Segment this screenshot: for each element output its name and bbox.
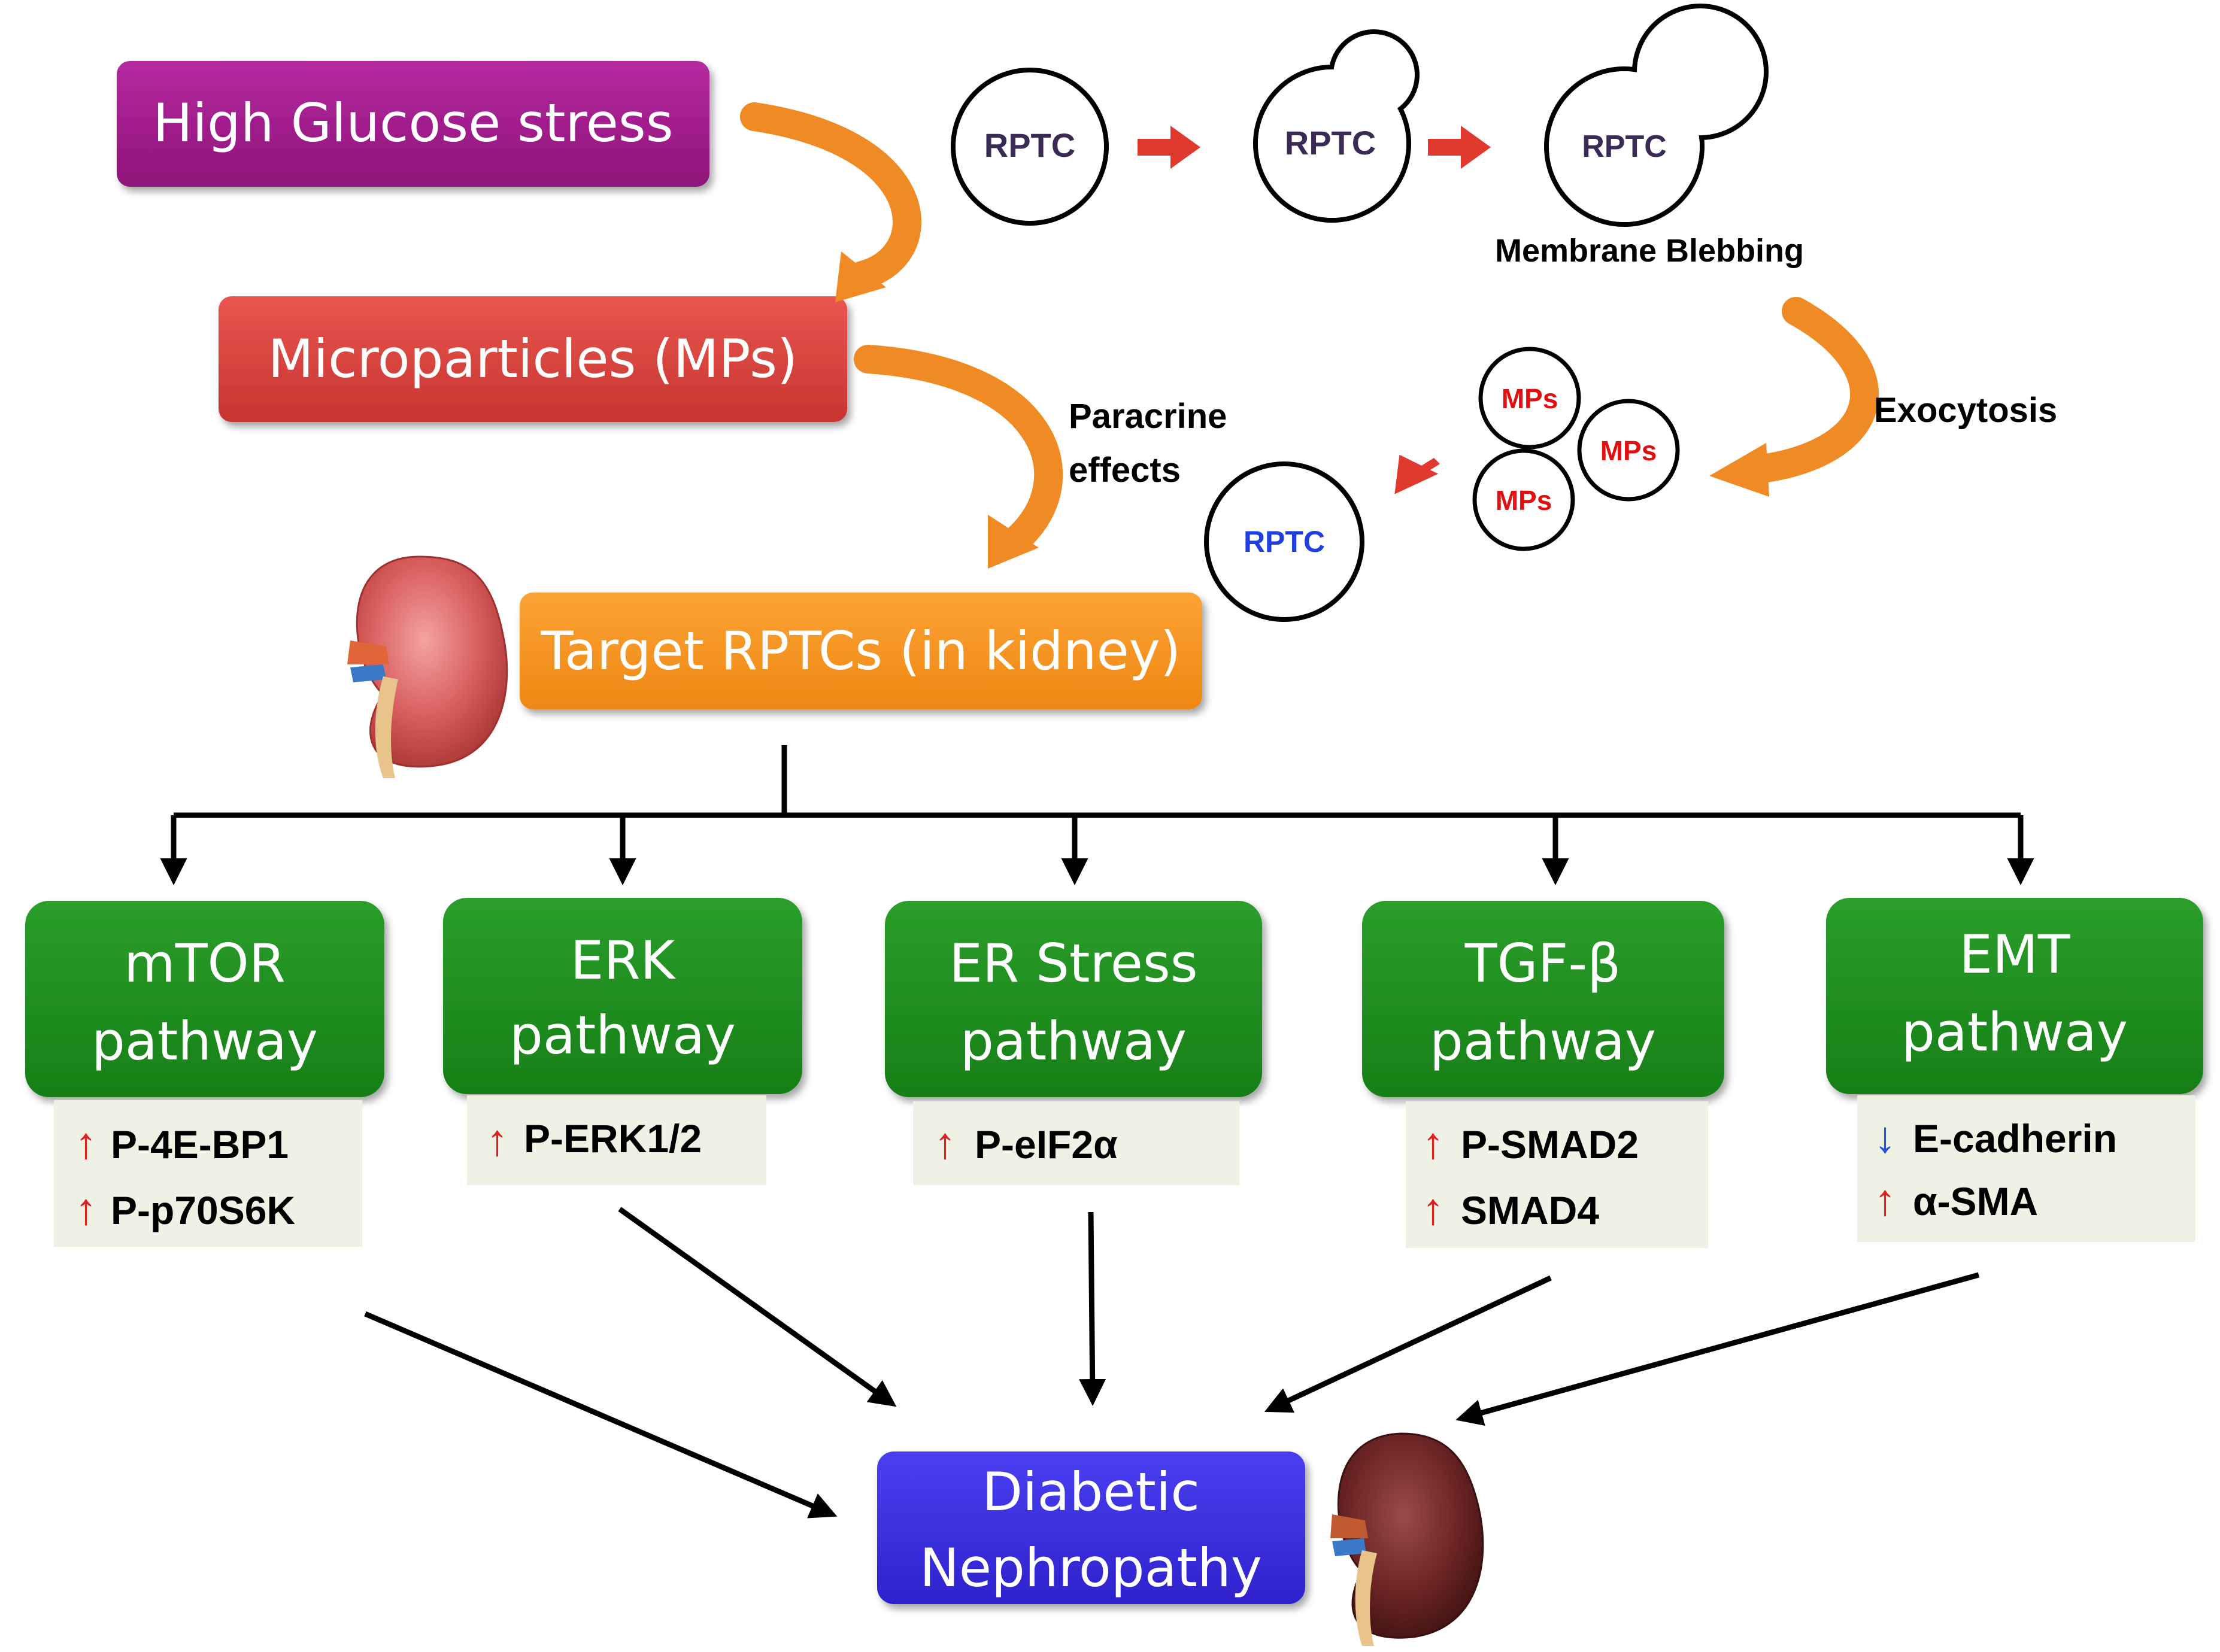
marker-text: P-SMAD2 — [1461, 1122, 1639, 1167]
red-arrow-2 — [1428, 126, 1491, 169]
svg-text:TGF-β: TGF-β — [1464, 933, 1621, 994]
rptc-cell-3-label: RPTC — [1582, 129, 1667, 164]
pathway-er-stress: ER Stress pathway — [885, 901, 1262, 1097]
marker-arrow: ↑ — [75, 1184, 97, 1234]
svg-text:ERK: ERK — [571, 930, 677, 991]
diabetic-nephropathy-box — [877, 1451, 1305, 1604]
red-arrow-1 — [1138, 126, 1200, 169]
pathway-mtor: mTOR pathway — [25, 901, 384, 1097]
converge-arrows — [364, 1207, 1980, 1519]
svg-text:EMT: EMT — [1959, 924, 2071, 985]
marker-arrow: ↑ — [1422, 1184, 1444, 1234]
curved-arrow-mps-to-target — [854, 345, 1063, 569]
marker-text: α-SMA — [1913, 1179, 2038, 1223]
curved-arrow-stress-to-mps — [740, 102, 921, 302]
exocytosis-label: Exocytosis — [1874, 391, 2057, 430]
pathway-emt: EMT pathway — [1826, 898, 2203, 1094]
mp-particle-3 — [1472, 448, 1575, 551]
target-rptc-cell — [1204, 461, 1364, 622]
microparticles-label: Microparticles (MPs) — [268, 328, 798, 390]
high-glucose-stress-label: High Glucose stress — [153, 92, 673, 154]
svg-text:mTOR: mTOR — [124, 933, 286, 994]
marker-arrow: ↑ — [75, 1118, 97, 1168]
markers-mtor: ↑ P-4E-BP1 ↑ P-p70S6K — [54, 1100, 362, 1247]
svg-text:pathway: pathway — [1430, 1010, 1656, 1072]
target-rptcs-box — [520, 593, 1202, 709]
svg-text:pathway: pathway — [1901, 1001, 2128, 1063]
markers-emt: ↓ E-cadherin ↑ α-SMA — [1857, 1095, 2195, 1242]
marker-text: P-ERK1/2 — [524, 1116, 702, 1161]
svg-text:pathway: pathway — [960, 1010, 1187, 1072]
paracrine-effects-label-line1: Paracrine — [1069, 397, 1227, 436]
rptc-cell-2-label: RPTC — [1285, 124, 1376, 162]
svg-text:pathway: pathway — [509, 1004, 736, 1066]
pathway-tgf-beta: TGF-β pathway — [1362, 901, 1724, 1097]
svg-text:pathway: pathway — [92, 1010, 318, 1072]
mp-particle-2-label: MPs — [1600, 435, 1657, 466]
markers-erk: ↑ P-ERK1/2 — [467, 1095, 766, 1185]
rptc-cell-1-label: RPTC — [984, 126, 1075, 164]
marker-arrow: ↓ — [1874, 1112, 1896, 1162]
diseased-kidney-icon — [1330, 1432, 1484, 1646]
marker-text: P-4E-BP1 — [111, 1122, 289, 1167]
healthy-kidney-icon — [347, 555, 508, 778]
marker-arrow: ↑ — [1874, 1175, 1896, 1225]
markers-tgf-beta: ↑ P-SMAD2 ↑ SMAD4 — [1406, 1101, 1708, 1248]
branch-connector-lines — [160, 745, 2034, 885]
high-glucose-stress-box — [117, 61, 709, 187]
marker-arrow: ↑ — [1422, 1118, 1444, 1168]
marker-arrow: ↑ — [934, 1118, 956, 1168]
pathway-erk: ERK pathway — [443, 898, 802, 1094]
svg-text:ER Stress: ER Stress — [949, 933, 1197, 994]
rptc-cell-3-blebbing — [1544, 4, 1769, 227]
marker-arrow: ↑ — [486, 1115, 508, 1165]
curved-arrow-exocytosis — [1709, 297, 1879, 497]
mp-particle-1 — [1478, 347, 1581, 450]
paracrine-effects-label-line2: effects — [1069, 451, 1181, 490]
outcome-line2: Nephropathy — [920, 1537, 1262, 1599]
membrane-blebbing-label: Membrane Blebbing — [1495, 233, 1804, 269]
rptc-cell-1 — [951, 68, 1109, 226]
red-arrow-to-target-rptc — [1394, 454, 1440, 494]
target-rptc-cell-label: RPTC — [1244, 525, 1325, 558]
marker-text: P-eIF2α — [975, 1122, 1118, 1167]
mp-particle-1-label: MPs — [1502, 383, 1558, 414]
marker-text: SMAD4 — [1461, 1188, 1599, 1232]
target-rptcs-label: Target RPTCs (in kidney) — [541, 620, 1181, 682]
marker-text: P-p70S6K — [111, 1188, 295, 1232]
mp-particle-3-label: MPs — [1496, 485, 1552, 516]
outcome-line1: Diabetic — [982, 1461, 1199, 1523]
rptc-cell-2-blebbing — [1253, 29, 1420, 223]
markers-er-stress: ↑ P-eIF2α — [913, 1101, 1239, 1185]
microparticles-box — [219, 296, 847, 422]
mp-particle-2 — [1577, 399, 1680, 502]
marker-text: E-cadherin — [1913, 1116, 2117, 1161]
